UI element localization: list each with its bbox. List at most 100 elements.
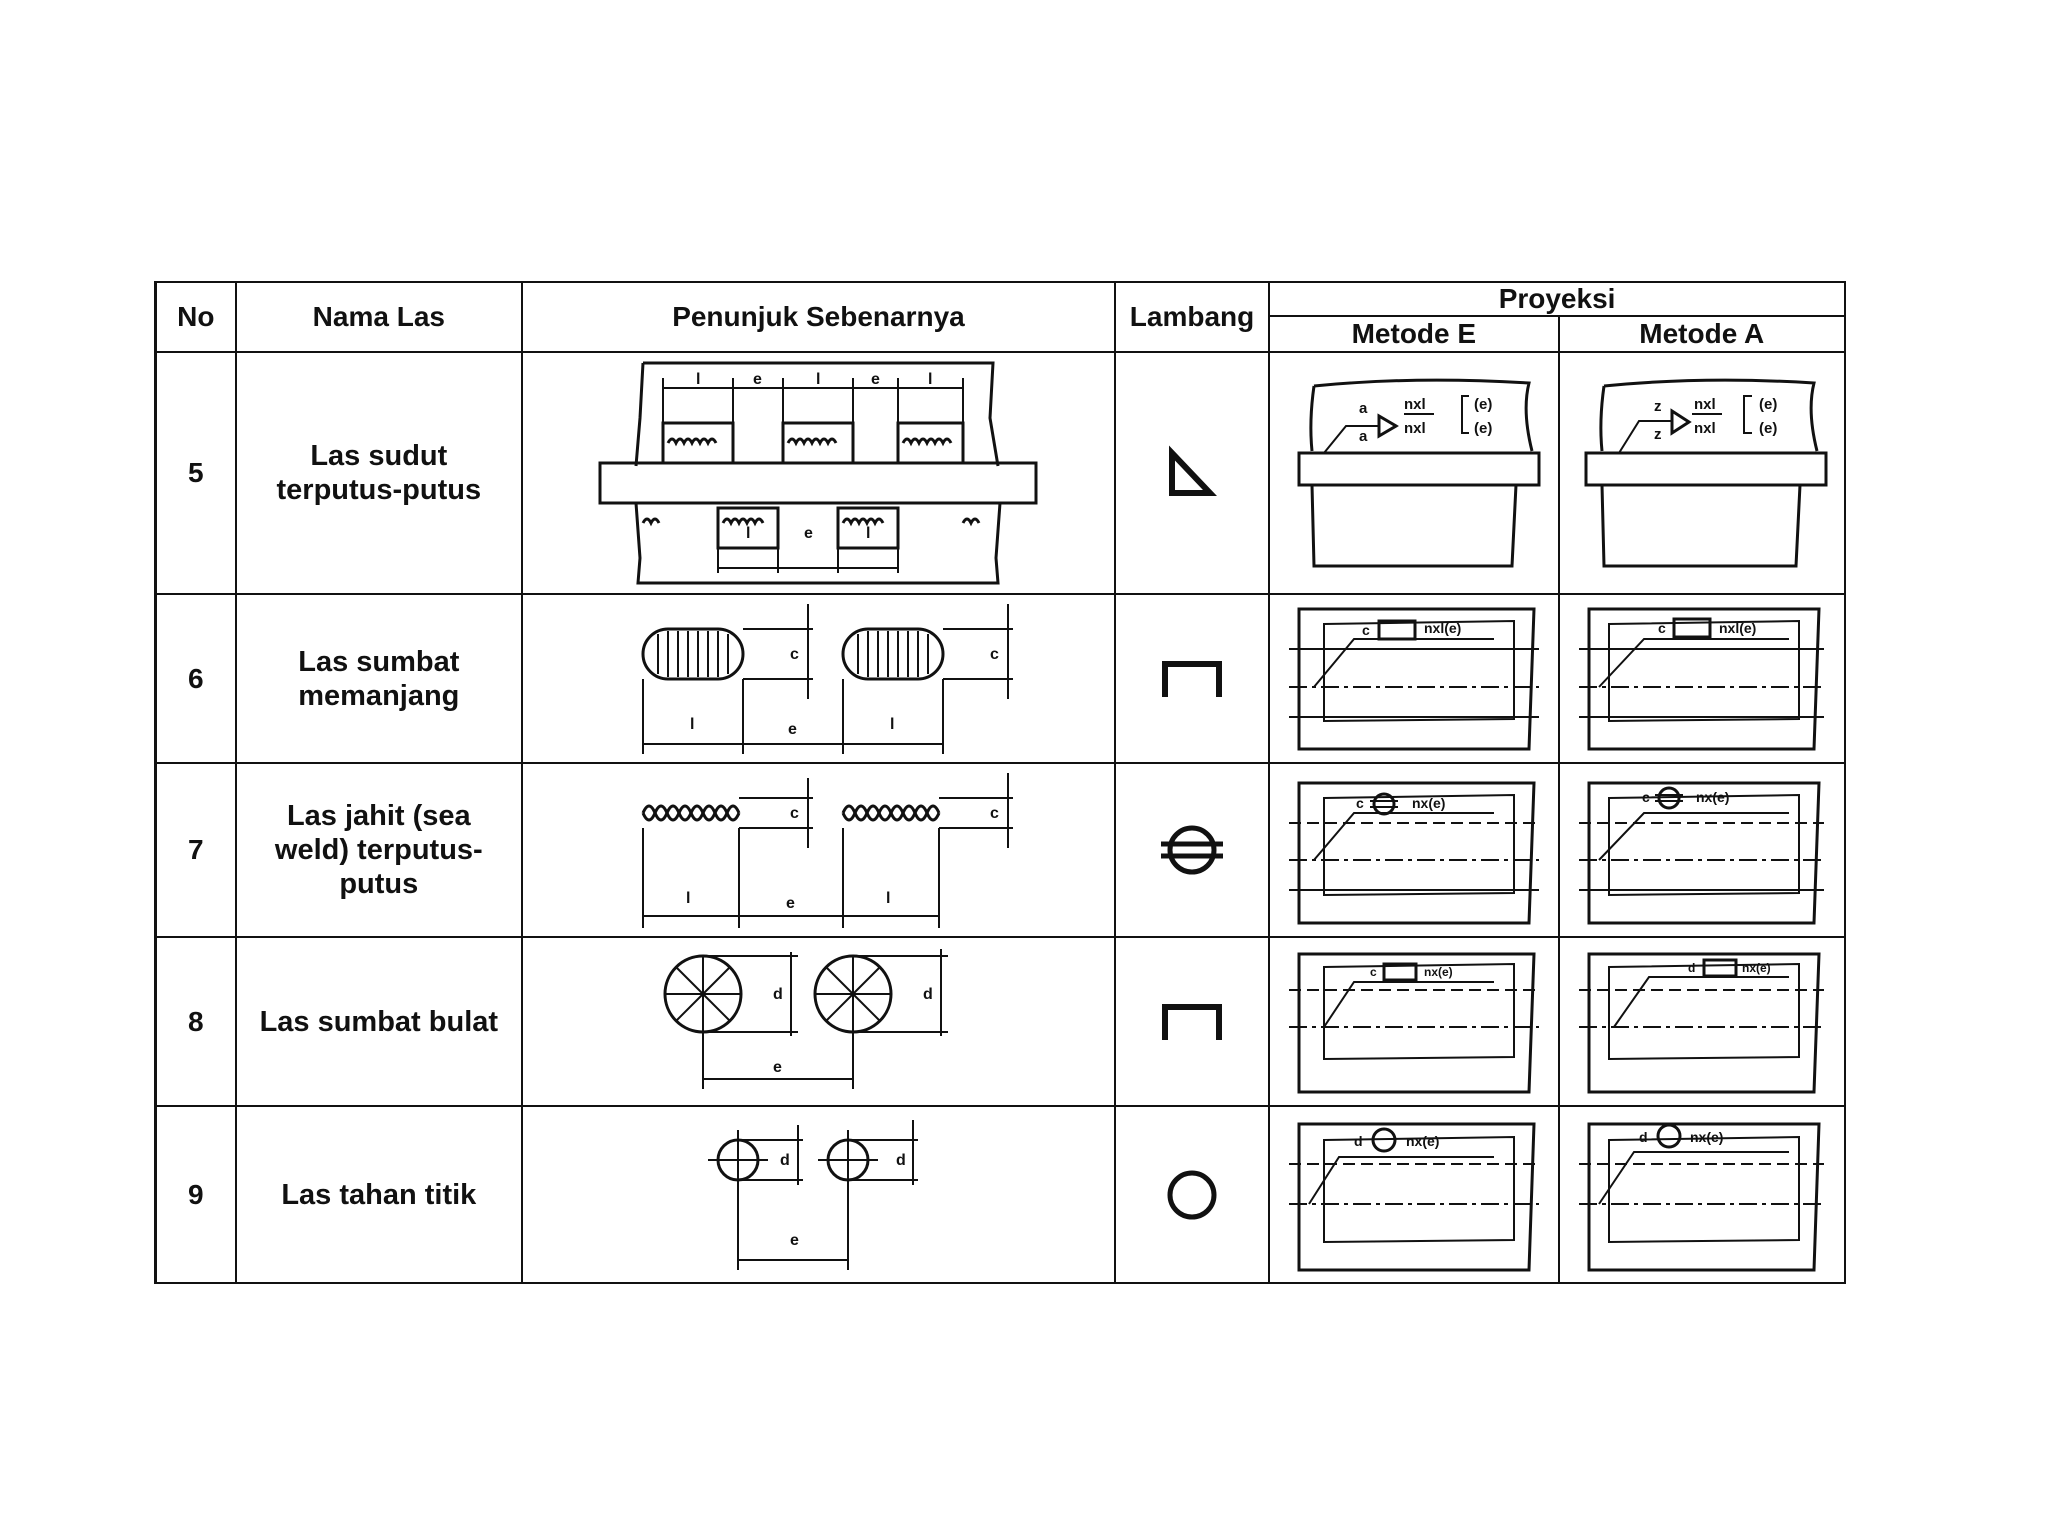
dim-label: e — [788, 721, 797, 738]
symbol-label: z — [1654, 398, 1662, 415]
symbol-label: nx(e) — [1742, 961, 1771, 975]
table-row: 6 Las sumbat memanjang c c — [154, 593, 1847, 764]
actual-drawing-cell: d d e — [521, 1105, 1116, 1284]
symbol-label: c — [1370, 965, 1377, 979]
actual-drawing-cell: d d e — [521, 936, 1116, 1107]
symbol-label: c — [1642, 789, 1650, 805]
header-no: No — [154, 281, 237, 353]
symbol-label: (e) — [1759, 396, 1777, 413]
symbol-label: (e) — [1759, 420, 1777, 437]
projection-method-e-cell: c nxl(e) — [1268, 593, 1560, 764]
projection-a-drawing: d nx(e) — [1579, 952, 1825, 1093]
intermittent-fillet-drawing: l e l e l l e l — [598, 361, 1038, 585]
symbol-cell — [1113, 762, 1271, 938]
actual-drawing-cell: c c l e l — [521, 762, 1116, 938]
symbol-label: d — [1688, 961, 1695, 975]
header-name: Nama Las — [234, 281, 524, 353]
header-actual: Penunjuk Sebenarnya — [521, 281, 1116, 353]
round-plug-weld-drawing: d d e — [663, 949, 949, 1089]
dim-label: e — [790, 1232, 799, 1249]
projection-method-e-cell: d nx(e) — [1268, 1105, 1560, 1284]
projection-e-drawing: c nxl(e) — [1288, 607, 1539, 750]
symbol-label: c — [1356, 795, 1364, 811]
projection-a-drawing: z z nxl nxl (e) (e) — [1584, 378, 1828, 567]
symbol-label: nx(e) — [1406, 1133, 1439, 1149]
projection-a-drawing: c nx(e) — [1579, 781, 1825, 924]
dim-label: l — [866, 525, 870, 542]
dim-label: l — [816, 371, 820, 388]
dim-label: d — [773, 986, 783, 1003]
symbol-label: nxl(e) — [1719, 620, 1756, 636]
symbol-label: a — [1359, 428, 1368, 445]
elongated-plug-weld-drawing: c c l e l — [641, 603, 1014, 754]
projection-e-drawing: a a nxl nxl (e) (e) — [1297, 378, 1541, 567]
plug-weld-bracket-icon — [1162, 1003, 1223, 1040]
actual-drawing-cell: l e l e l l e l — [521, 351, 1116, 595]
symbol-label: d — [1639, 1129, 1648, 1145]
row-weld-name: Las jahit (sea weld) terputus-putus — [234, 762, 524, 938]
symbol-label: nx(e) — [1412, 795, 1445, 811]
dim-label: e — [773, 1059, 782, 1076]
symbol-label: nx(e) — [1696, 789, 1729, 805]
dim-label: d — [896, 1152, 906, 1169]
dim-label: e — [753, 371, 762, 388]
row-number: 8 — [154, 936, 237, 1107]
projection-method-a-cell: d nx(e) — [1557, 936, 1847, 1107]
fillet-weld-triangle-icon — [1169, 445, 1218, 496]
symbol-label: d — [1354, 1133, 1363, 1149]
intermittent-seam-weld-drawing: c c l e l — [642, 772, 1014, 928]
symbol-label: c — [1658, 620, 1666, 636]
projection-method-a-cell: c nxl(e) — [1557, 593, 1847, 764]
projection-e-drawing: c nx(e) — [1288, 781, 1539, 924]
projection-method-a-cell: d nx(e) — [1557, 1105, 1847, 1284]
dim-label: c — [990, 646, 999, 663]
symbol-cell — [1113, 593, 1271, 764]
actual-drawing-cell: c c l e l — [521, 593, 1116, 764]
dim-label: e — [804, 525, 813, 542]
plug-weld-bracket-icon — [1162, 660, 1223, 697]
projection-method-a-cell: z z nxl nxl (e) (e) — [1557, 351, 1847, 595]
projection-a-drawing: d nx(e) — [1579, 1122, 1825, 1272]
projection-method-a-cell: c nx(e) — [1557, 762, 1847, 938]
projection-e-drawing: c nx(e) — [1288, 952, 1539, 1093]
table-row: 5 Las sudut terputus-putus — [154, 351, 1847, 595]
projection-a-drawing: c nxl(e) — [1579, 607, 1825, 750]
projection-method-e-cell: a a nxl nxl (e) (e) — [1268, 351, 1560, 595]
symbol-cell — [1113, 1105, 1271, 1284]
dim-label: l — [690, 716, 694, 733]
symbol-label: nxl — [1694, 396, 1716, 413]
row-number: 5 — [154, 351, 237, 595]
table-row: 7 Las jahit (sea weld) terputus-putus c — [154, 762, 1847, 938]
header-method-a: Metode A — [1557, 315, 1847, 353]
dim-label: l — [886, 890, 890, 907]
row-number: 9 — [154, 1105, 237, 1284]
dim-label: c — [990, 805, 999, 822]
symbol-label: z — [1654, 426, 1662, 443]
symbol-label: nxl — [1404, 396, 1426, 413]
spot-weld-circle-icon — [1167, 1170, 1217, 1219]
row-number: 6 — [154, 593, 237, 764]
dim-label: d — [780, 1152, 790, 1169]
spot-weld-drawing: d d e — [708, 1119, 919, 1270]
dim-label: e — [786, 895, 795, 912]
symbol-cell — [1113, 351, 1271, 595]
row-weld-name: Las sudut terputus-putus — [234, 351, 524, 595]
symbol-label: a — [1359, 400, 1368, 417]
symbol-label: nxl — [1404, 420, 1426, 437]
projection-e-drawing: d nx(e) — [1288, 1122, 1539, 1272]
symbol-label: nx(e) — [1690, 1129, 1723, 1145]
table-row: 8 Las sumbat bulat d d e — [154, 936, 1847, 1107]
dim-label: l — [686, 890, 690, 907]
weld-symbol-table: No Nama Las Penunjuk Sebenarnya Lambang … — [154, 281, 1847, 1284]
projection-method-e-cell: c nx(e) — [1268, 762, 1560, 938]
row-number: 7 — [154, 762, 237, 938]
symbol-label: (e) — [1474, 420, 1492, 437]
symbol-label: nxl(e) — [1424, 620, 1461, 636]
symbol-label: nx(e) — [1424, 965, 1453, 979]
dim-label: c — [790, 646, 799, 663]
row-weld-name: Las sumbat memanjang — [234, 593, 524, 764]
header-method-e: Metode E — [1268, 315, 1560, 353]
dim-label: c — [790, 805, 799, 822]
symbol-cell — [1113, 936, 1271, 1107]
symbol-label: c — [1362, 622, 1370, 638]
